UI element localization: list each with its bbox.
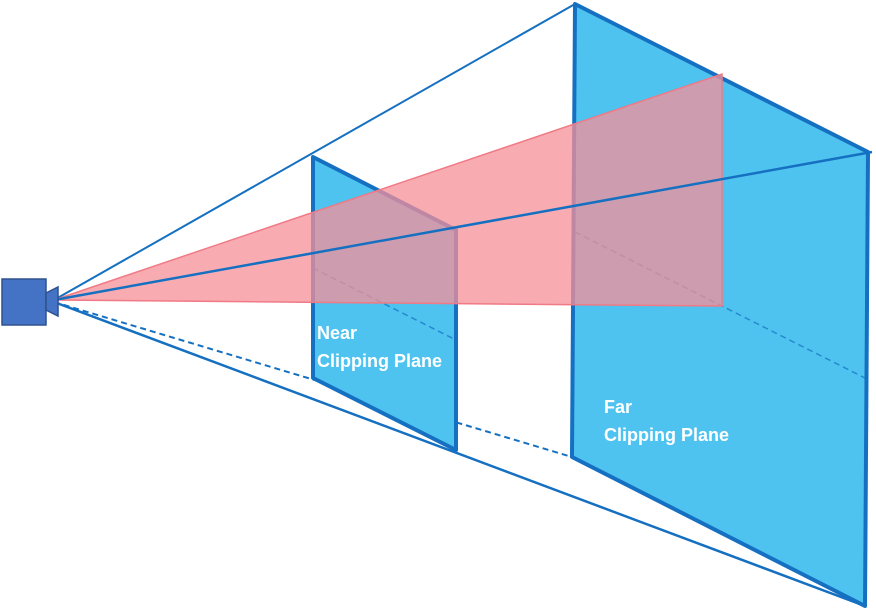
- frustum-edge-bottom: [53, 300, 866, 608]
- frustum-edge-right: [53, 150, 873, 302]
- camera-icon: [1, 278, 59, 326]
- camera-lens: [45, 285, 59, 318]
- near-clipping-plane-label: Near Clipping Plane: [317, 319, 442, 375]
- far-clipping-plane-label: Far Clipping Plane: [604, 393, 729, 449]
- near-label-line2: Clipping Plane: [317, 351, 443, 371]
- sightline-wedge: [53, 72, 723, 307]
- near-label-line1: Near: [317, 323, 358, 343]
- near-plane-hidden-edge: [312, 267, 457, 341]
- camera-body: [1, 278, 47, 326]
- far-label-line1: Far: [604, 397, 633, 417]
- frustum-edge-top: [53, 3, 576, 301]
- far-label-line2: Clipping Plane: [604, 425, 730, 445]
